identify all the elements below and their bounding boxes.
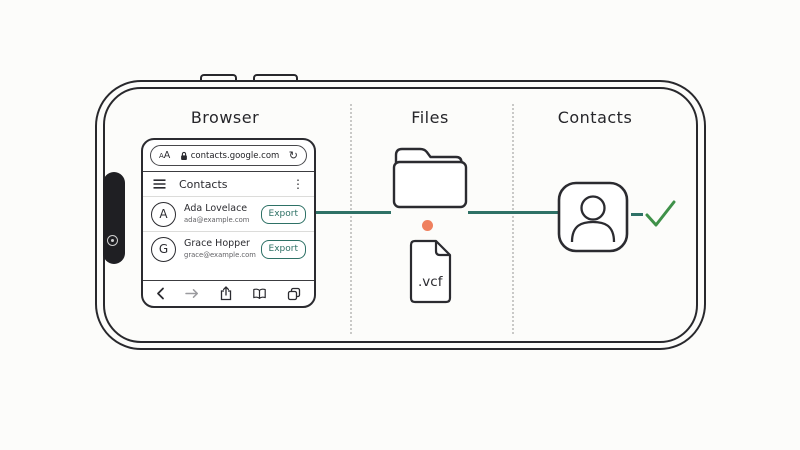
- section-title-files: Files: [411, 108, 449, 127]
- avatar: G: [151, 236, 176, 262]
- volume-button: [200, 74, 237, 82]
- browser-page-header: Contacts ⋮: [143, 172, 314, 196]
- contacts-app-icon: [557, 181, 629, 253]
- refresh-icon[interactable]: ↻: [288, 149, 298, 162]
- folder-icon: [392, 147, 468, 209]
- contact-row: A Ada Lovelace ada@example.com Export: [143, 196, 314, 231]
- contact-row: G Grace Hopper grace@example.com Export: [143, 231, 314, 266]
- camera-lens-icon: [107, 235, 118, 246]
- success-checkmark-icon: [645, 200, 676, 227]
- vcf-label: .vcf: [418, 274, 444, 290]
- section-divider: [512, 104, 514, 334]
- share-icon[interactable]: [220, 286, 232, 301]
- volume-button: [253, 74, 298, 82]
- lock-icon: [180, 151, 187, 160]
- vcf-file-icon: .vcf: [409, 239, 452, 304]
- person-shoulders: [570, 220, 616, 243]
- address-bar-row: AA contacts.google.com ↻: [143, 140, 314, 172]
- url-group: contacts.google.com: [170, 151, 288, 161]
- browser-window: AA contacts.google.com ↻ Contacts ⋮ A: [141, 138, 316, 308]
- bookmarks-icon[interactable]: [252, 288, 267, 300]
- reader-text-size-control[interactable]: AA: [159, 149, 171, 161]
- avatar: A: [151, 201, 176, 227]
- contact-info: Grace Hopper grace@example.com: [184, 238, 256, 259]
- browser-toolbar: [143, 280, 314, 306]
- hamburger-menu-icon[interactable]: [153, 179, 166, 189]
- section-title-browser: Browser: [190, 108, 260, 127]
- contact-name: Ada Lovelace: [184, 203, 248, 215]
- back-icon[interactable]: [156, 287, 165, 300]
- more-options-icon[interactable]: ⋮: [292, 177, 304, 191]
- page-title: Contacts: [179, 177, 228, 191]
- url-text: contacts.google.com: [190, 150, 280, 161]
- tabs-icon[interactable]: [287, 287, 301, 301]
- section-title-contacts: Contacts: [557, 108, 633, 127]
- contact-info: Ada Lovelace ada@example.com: [184, 203, 249, 224]
- contact-email: ada@example.com: [184, 215, 250, 224]
- person-head: [580, 195, 606, 221]
- forward-icon[interactable]: [185, 288, 199, 299]
- transfer-progress-dot: [422, 220, 433, 231]
- export-button[interactable]: Export: [260, 204, 306, 224]
- phone-frame: [95, 80, 706, 350]
- camera-notch: [103, 172, 125, 264]
- flow-line-dash: [631, 213, 643, 216]
- contact-email: grace@example.com: [184, 250, 256, 259]
- address-bar[interactable]: AA contacts.google.com ↻: [150, 145, 307, 166]
- section-divider: [350, 104, 352, 334]
- flow-line: [468, 211, 558, 214]
- contact-name: Grace Hopper: [184, 238, 250, 250]
- export-button[interactable]: Export: [260, 239, 306, 259]
- flow-line: [316, 211, 391, 214]
